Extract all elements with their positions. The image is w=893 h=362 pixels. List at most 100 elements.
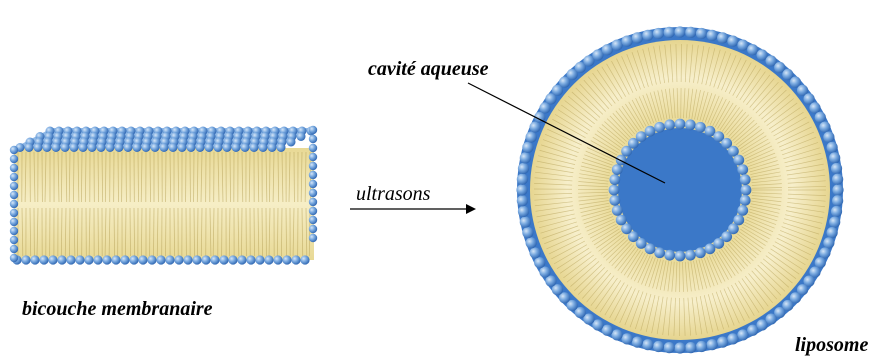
lipid-tail xyxy=(138,152,139,202)
lipid-head xyxy=(75,255,84,264)
lipid-head xyxy=(675,119,686,130)
lipid-head xyxy=(201,255,210,264)
lipid-head xyxy=(21,255,30,264)
lipid-head xyxy=(165,255,174,264)
lipid-head xyxy=(526,131,537,142)
lipid-tail xyxy=(281,208,282,256)
lipid-head xyxy=(832,174,843,185)
lipid-head xyxy=(277,143,286,152)
lipid-head xyxy=(79,143,88,152)
membrane-bilayer-illustration xyxy=(10,126,317,265)
lipid-head xyxy=(517,174,528,185)
lipid-head xyxy=(611,39,622,50)
lipid-head xyxy=(526,237,537,248)
lipid-head xyxy=(309,153,317,161)
lipid-head xyxy=(695,247,706,258)
lipid-head xyxy=(674,26,685,37)
lipid-head xyxy=(309,225,317,233)
lipid-head xyxy=(255,255,264,264)
lipid-head xyxy=(522,227,533,238)
lipid-head xyxy=(612,164,623,175)
lipid-head xyxy=(264,255,273,264)
lipid-head xyxy=(300,255,309,264)
lipid-head xyxy=(174,255,183,264)
lipid-head xyxy=(237,255,246,264)
lipid-head xyxy=(309,216,317,224)
process-label: ultrasons xyxy=(356,183,430,206)
lipid-head xyxy=(832,195,843,206)
lipid-head xyxy=(39,255,48,264)
lipid-head xyxy=(831,163,842,174)
lipid-head xyxy=(695,122,706,133)
lipid-head xyxy=(10,254,18,262)
lipid-head xyxy=(10,164,18,172)
lipid-head xyxy=(632,32,643,43)
lipid-head xyxy=(309,126,317,134)
lipid-head xyxy=(685,250,696,261)
lipid-head xyxy=(246,255,255,264)
lipid-head xyxy=(151,143,160,152)
lipid-head xyxy=(309,171,317,179)
lipid-head xyxy=(696,28,707,39)
lipid-head xyxy=(309,180,317,188)
lipid-head xyxy=(737,329,748,340)
lipid-tail xyxy=(69,208,70,256)
lipid-head xyxy=(297,132,306,141)
lipid-head xyxy=(183,255,192,264)
lipid-head xyxy=(664,27,675,38)
lipid-head xyxy=(250,143,259,152)
lipid-head xyxy=(664,342,675,353)
lipid-head xyxy=(737,39,748,50)
lipid-head xyxy=(133,143,142,152)
lipid-head xyxy=(645,126,656,137)
lipid-head xyxy=(10,155,18,163)
lipid-head xyxy=(518,206,529,217)
lipid-head xyxy=(309,135,317,143)
lipid-tail xyxy=(269,152,270,202)
lipid-head xyxy=(102,255,111,264)
lipid-head xyxy=(219,255,228,264)
lipid-head xyxy=(259,143,268,152)
lipid-head xyxy=(187,143,196,152)
arrow-head xyxy=(466,204,476,214)
lipid-head xyxy=(520,217,531,228)
lipid-head xyxy=(518,163,529,174)
lipid-head xyxy=(10,236,18,244)
aqueous-cavity-label: cavité aqueuse xyxy=(368,58,489,81)
lipid-tail xyxy=(277,208,278,256)
lipid-head xyxy=(602,44,613,55)
lipid-head xyxy=(156,255,165,264)
lipid-head xyxy=(707,339,718,350)
lipid-head xyxy=(827,142,838,153)
lipid-head xyxy=(685,27,696,38)
lipid-head xyxy=(740,195,751,206)
lipid-head xyxy=(196,143,205,152)
lipid-head xyxy=(120,255,129,264)
lipid-head xyxy=(522,142,533,153)
lipid-head xyxy=(664,119,675,130)
lipid-head xyxy=(169,143,178,152)
lipid-head xyxy=(809,102,820,113)
lipid-head xyxy=(93,255,102,264)
lipid-head xyxy=(10,146,18,154)
lipid-head xyxy=(717,337,728,348)
lipid-head xyxy=(609,195,620,206)
lipid-head xyxy=(611,329,622,340)
lipid-head xyxy=(228,255,237,264)
lipid-head xyxy=(827,227,838,238)
liposome-label: liposome xyxy=(795,334,868,357)
lipid-head xyxy=(609,185,620,196)
lipid-head xyxy=(632,337,643,348)
lipid-tail xyxy=(150,152,151,202)
lipid-tail xyxy=(262,208,263,256)
lipid-head xyxy=(653,341,664,352)
lipid-head xyxy=(642,30,653,41)
lipid-head xyxy=(539,266,550,277)
lipid-head xyxy=(747,325,758,336)
lipid-head xyxy=(70,143,79,152)
lipid-head xyxy=(48,255,57,264)
lipid-head xyxy=(516,184,527,195)
lipid-head xyxy=(10,245,18,253)
lipid-head xyxy=(727,333,738,344)
lipid-head xyxy=(241,143,250,152)
